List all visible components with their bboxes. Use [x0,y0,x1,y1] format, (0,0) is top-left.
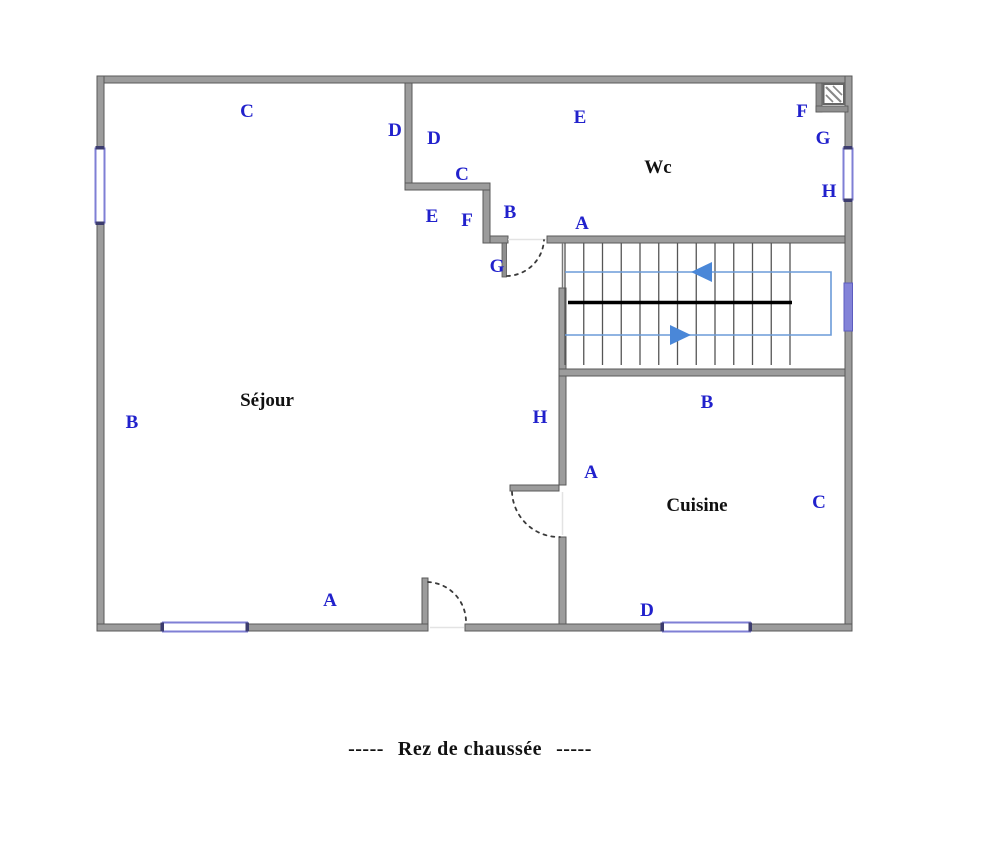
stair-arrow-left-icon [691,262,712,282]
doors-group [421,238,564,629]
wall-partition-f [482,189,491,244]
wall-outer-top [96,75,853,84]
wall-label-sejour-c: C [240,101,254,122]
window-stairs-right [843,282,853,332]
wall-outer-bottom-right [464,623,853,632]
caption-title: Rez de chaussée [398,738,542,760]
room-name-sejour: Séjour [240,390,294,411]
walls-group [96,75,853,632]
wall-label-wc-d: D [427,128,441,149]
wc-door-jamb [501,242,507,278]
front-door-jamb [421,577,429,625]
stair-arrow-right-icon [670,325,691,345]
wall-wc-bottom [546,235,846,244]
wall-labels-group: C D D C E F B G E A F G H B H A B C D A [126,101,837,621]
window-wc-right [842,147,854,201]
window-cap [95,221,105,225]
wall-label-wc-f: F [796,101,808,122]
window-cap [660,622,664,632]
wall-label-wc-b: B [504,202,517,223]
wall-label-sejour-a: A [323,590,337,611]
wall-cuisine-top [558,368,846,377]
wall-label-wc-a: A [575,213,589,234]
wall-label-sejour-b: B [126,412,139,433]
wall-label-cuisine-a: A [584,462,598,483]
room-name-wc: Wc [644,157,671,178]
wall-outer-bottom-left [96,623,429,632]
chimney-icon [822,83,845,105]
wall-partition-cap [489,235,509,244]
wall-label-sejour-f: F [461,210,473,231]
wall-partition-step-c [404,182,491,191]
wall-label-sejour-e: E [426,206,439,227]
wall-label-cuisine-b: B [701,392,714,413]
windows-group [94,146,854,633]
caption-dashes-left: ----- [348,738,384,760]
wall-partition-d [404,82,413,191]
cuisine-door-jamb [509,484,560,492]
room-name-cuisine: Cuisine [666,495,727,516]
front-door-swing-arc [427,581,467,623]
window-cap [160,622,164,632]
window-cap [748,622,752,632]
wall-label-wc-e: E [574,107,587,128]
window-cap [843,198,853,202]
window-cap [95,146,105,150]
wall-label-cuisine-d: D [640,600,654,621]
window-cap [843,146,853,150]
wall-label-cuisine-c: C [812,492,826,513]
wall-label-wc-c: C [455,164,469,185]
window-cap [245,622,249,632]
staircase [561,243,832,365]
wall-label-wc-g: G [816,128,831,149]
wall-label-sejour-g: G [490,256,505,277]
wall-divider-lower [558,536,567,625]
floor-caption: ----- Rez de chaussée ----- [348,738,592,760]
window-sejour-bottom [162,621,248,633]
cuisine-door-swing-arc [511,491,561,538]
wall-label-wc-h: H [822,181,837,202]
room-names-group: Séjour Wc Cuisine [240,157,728,516]
wall-niche-bottom [815,105,849,113]
wc-door-swing-arc [506,239,545,277]
window-sejour-left [94,147,106,224]
wall-label-sejour-h: H [533,407,548,428]
caption-dashes-right: ----- [556,738,592,760]
window-cuisine-bottom [662,621,751,633]
wall-label-sejour-d: D [388,120,402,141]
